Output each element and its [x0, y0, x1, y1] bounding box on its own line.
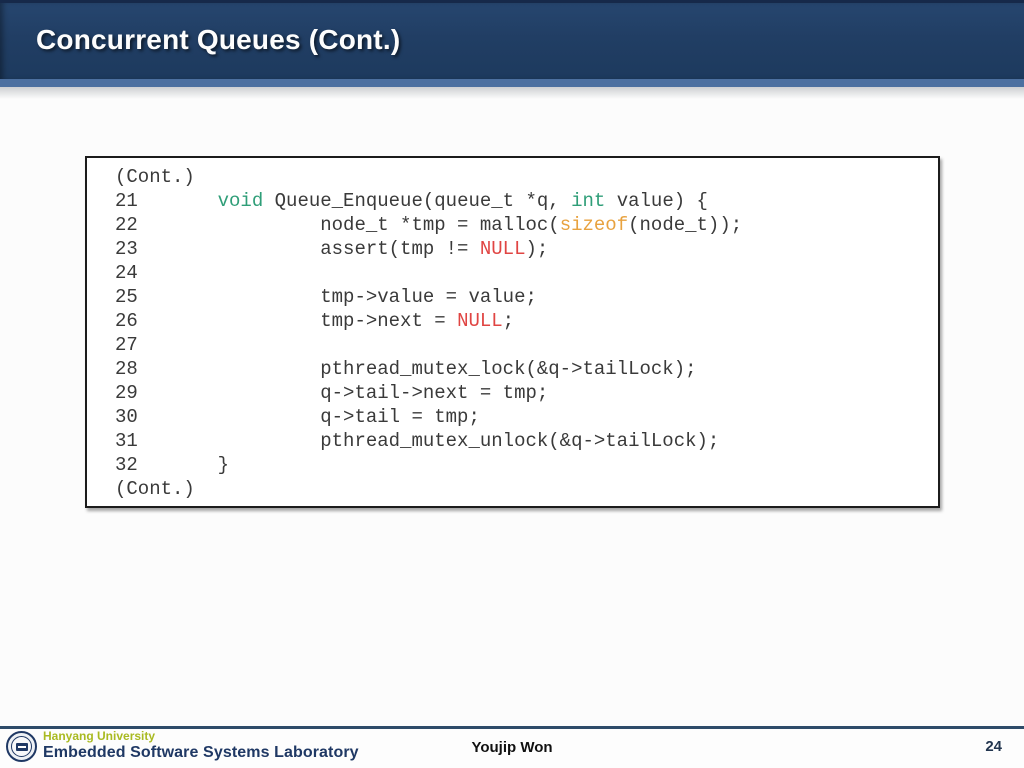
university-name: Hanyang University	[43, 729, 156, 743]
slide-footer: Hanyang University Embedded Software Sys…	[0, 729, 1024, 768]
header-shadow	[0, 87, 1024, 99]
slide-header: Concurrent Queues (Cont.)	[0, 0, 1024, 99]
lab-name: Embedded Software Systems Laboratory	[43, 744, 359, 761]
header-bar: Concurrent Queues (Cont.)	[0, 0, 1024, 79]
code-listing: (Cont.) 21 void Queue_Enqueue(queue_t *q…	[115, 166, 743, 500]
header-accent-strip	[0, 79, 1024, 87]
book-icon	[15, 742, 28, 751]
seal-outer-ring	[6, 731, 37, 762]
lab-logo-text: Hanyang University Embedded Software Sys…	[43, 729, 359, 762]
university-seal-icon	[6, 731, 37, 762]
footer-divider	[0, 726, 1024, 729]
author-name: Youjip Won	[471, 739, 553, 756]
code-box: (Cont.) 21 void Queue_Enqueue(queue_t *q…	[85, 156, 940, 508]
page-number: 24	[985, 738, 1002, 755]
page-title: Concurrent Queues (Cont.)	[36, 24, 401, 55]
seal-inner-ring	[11, 736, 32, 757]
